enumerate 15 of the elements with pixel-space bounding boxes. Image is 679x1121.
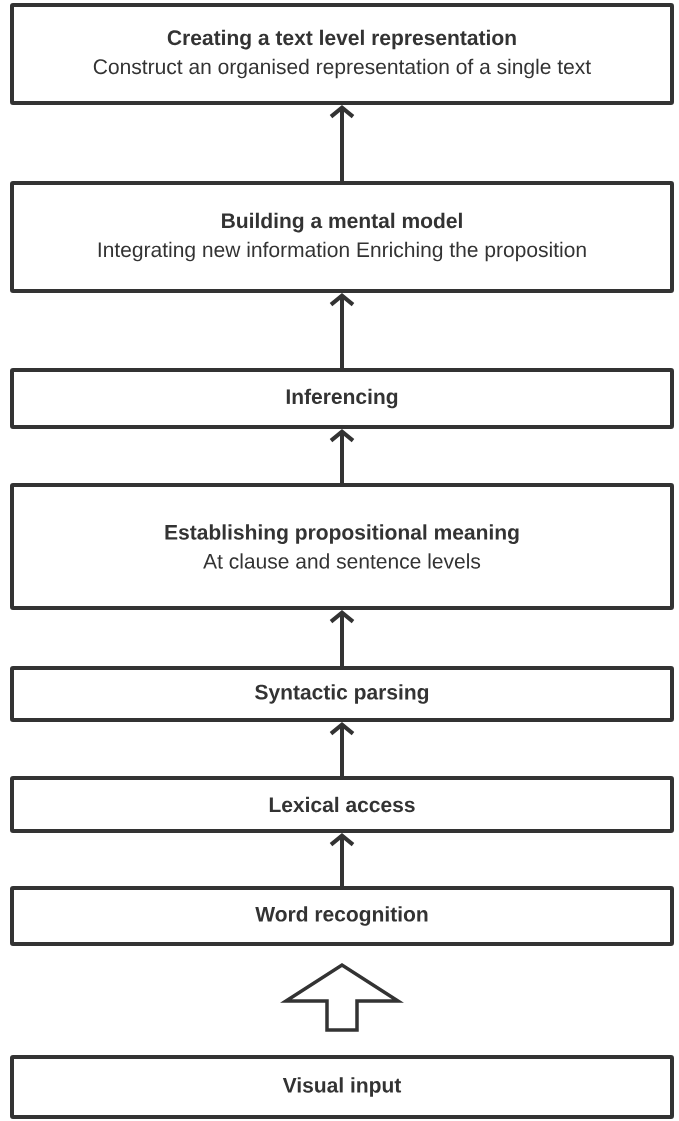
arrow (329, 833, 355, 886)
arrow (329, 293, 355, 368)
arrow (329, 105, 355, 181)
process-box: Inferencing (10, 368, 674, 429)
process-box: Visual input (10, 1055, 674, 1119)
arrow (329, 722, 355, 776)
process-box: Syntactic parsing (10, 666, 674, 722)
arrow (329, 429, 355, 483)
process-box: Establishing propositional meaning At clause and sentence levels (10, 483, 674, 610)
process-box: Building a mental model Integrating new information Enriching the proposition (10, 181, 674, 293)
process-box: Word recognition (10, 886, 674, 946)
arrow (329, 610, 355, 666)
process-box: Lexical access (10, 776, 674, 833)
process-box: Creating a text level representation Construct an organised representation of a single text (10, 3, 674, 105)
arrow (280, 962, 404, 1032)
